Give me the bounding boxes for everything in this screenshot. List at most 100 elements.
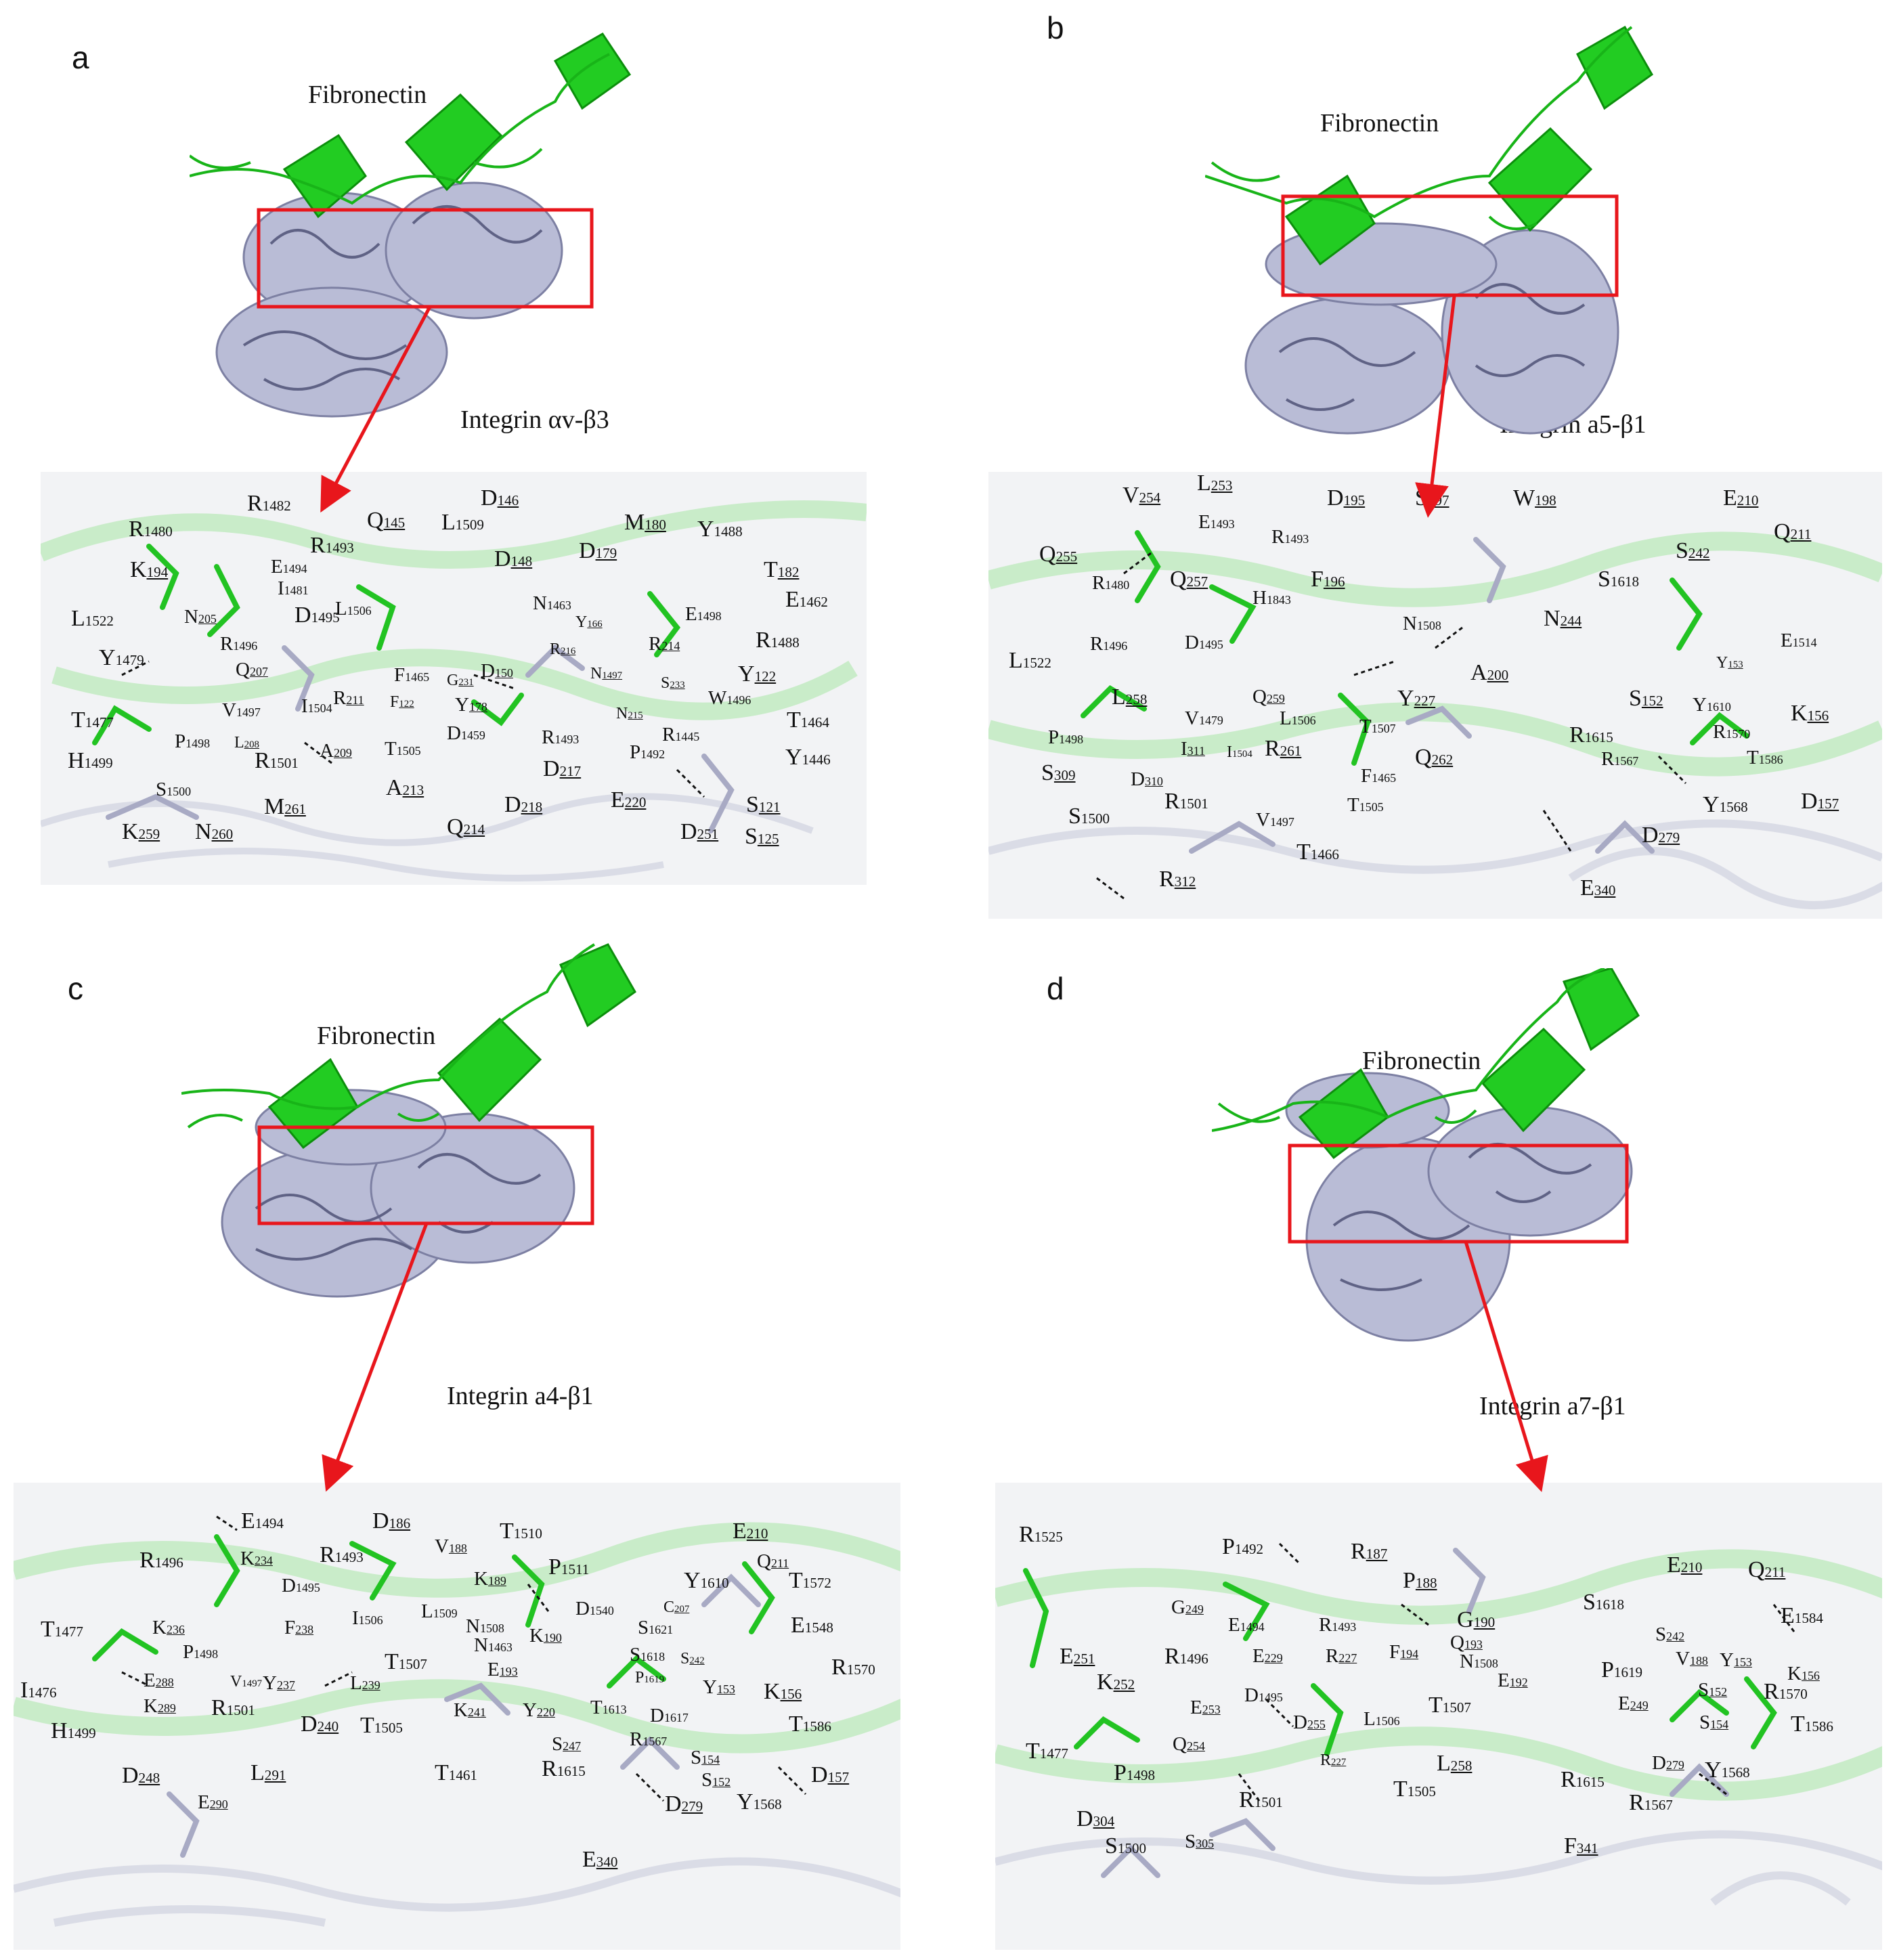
- residue-label: L258: [1437, 1751, 1473, 1776]
- residue-label: K194: [130, 557, 169, 582]
- residue-label: R1525: [1019, 1522, 1063, 1547]
- residue-label: I1481: [278, 578, 309, 599]
- residue-label: R187: [1351, 1539, 1388, 1564]
- residue-label: T1572: [789, 1568, 831, 1593]
- residue-label: R261: [1265, 736, 1302, 761]
- residue-label: T1477: [1026, 1739, 1068, 1764]
- residue-label: R1501: [211, 1695, 255, 1720]
- residue-label: R312: [1159, 867, 1196, 892]
- panel-a-integrin-label: Integrin αv-β3: [460, 406, 609, 434]
- residue-label: S1621: [638, 1617, 674, 1638]
- residue-label: P188: [1403, 1568, 1437, 1593]
- residue-label: L1522: [71, 606, 114, 631]
- residue-label: D310: [1131, 768, 1163, 790]
- residue-label: R1570: [1764, 1679, 1808, 1704]
- residue-label: R1615: [542, 1756, 586, 1781]
- panel-a-letter: a: [72, 40, 89, 75]
- residue-label: H1499: [68, 748, 113, 773]
- residue-label: S1618: [1598, 567, 1640, 592]
- residue-label: R1501: [255, 748, 299, 773]
- residue-label: R1493: [320, 1542, 364, 1567]
- residue-label: Q207: [236, 659, 268, 680]
- residue-label: R214: [649, 633, 680, 655]
- residue-label: Y1479: [99, 645, 144, 670]
- residue-label: R1496: [220, 633, 258, 655]
- residue-label: L1506: [1364, 1708, 1400, 1730]
- residue-label: E210: [1723, 485, 1759, 510]
- residue-label: F194: [1389, 1641, 1419, 1663]
- residue-label: E193: [487, 1659, 518, 1680]
- residue-label: N1463: [533, 592, 571, 614]
- residue-label: D255: [1293, 1712, 1326, 1733]
- residue-label: T1477: [71, 707, 114, 733]
- residue-label: M261: [264, 794, 306, 819]
- residue-label: K156: [1787, 1663, 1820, 1684]
- residue-label: Y178: [455, 694, 487, 716]
- residue-label: T1464: [787, 707, 829, 733]
- residue-label: Y153: [1720, 1649, 1752, 1671]
- residue-label: R1496: [139, 1548, 183, 1573]
- residue-label: E288: [144, 1670, 174, 1691]
- residue-label: S1618: [1583, 1590, 1625, 1615]
- residue-label: S1500: [156, 779, 192, 800]
- residue-label: D146: [481, 485, 519, 510]
- residue-label: R1488: [756, 628, 800, 653]
- panel-d-detail-view: R1525 P1492 R187 E210 Q211 P188 S1618 G2…: [995, 1483, 1882, 1950]
- residue-label: E251: [1060, 1644, 1095, 1669]
- residue-label: S242: [680, 1650, 705, 1668]
- residue-label: K259: [122, 819, 160, 844]
- residue-label: T1505: [385, 738, 421, 760]
- residue-label: R1493: [1271, 526, 1309, 548]
- residue-label: I1504: [301, 695, 332, 717]
- residue-label: E220: [611, 787, 647, 812]
- residue-label: E210: [733, 1519, 768, 1544]
- panel-b-letter: b: [1047, 10, 1064, 45]
- residue-label: Y1488: [697, 517, 743, 542]
- residue-label: K156: [1791, 701, 1829, 726]
- residue-label: P1498: [1114, 1760, 1156, 1785]
- residue-label: D179: [579, 538, 617, 563]
- panel-d-overview-structure: [1212, 968, 1640, 1342]
- residue-label: D279: [665, 1791, 703, 1816]
- residue-label: Y220: [523, 1699, 555, 1721]
- panel-c-detail-ribbons: [14, 1515, 900, 1927]
- residue-label: C207: [663, 1598, 690, 1616]
- residue-label: K190: [529, 1625, 562, 1647]
- residue-label: S305: [1185, 1831, 1215, 1852]
- residue-label: D1495: [1244, 1684, 1283, 1706]
- residue-label: D195: [1327, 485, 1366, 510]
- residue-label: Q193: [1450, 1632, 1483, 1653]
- residue-label: F1465: [394, 664, 430, 686]
- residue-label: F122: [390, 693, 414, 711]
- residue-label: E340: [582, 1847, 618, 1872]
- residue-label: T1507: [1359, 716, 1396, 737]
- residue-label: N1463: [474, 1634, 513, 1656]
- residue-label: N1508: [1460, 1651, 1498, 1672]
- residue-label: Q254: [1173, 1733, 1205, 1755]
- residue-label: Y153: [1716, 654, 1743, 672]
- residue-label: S1500: [1068, 804, 1110, 829]
- residue-label: T1461: [435, 1760, 477, 1785]
- residue-label: H1843: [1252, 587, 1291, 609]
- residue-label: Q211: [1748, 1557, 1786, 1582]
- residue-label: Y122: [738, 661, 777, 687]
- residue-label: S152: [1698, 1679, 1728, 1701]
- residue-label: E1494: [241, 1508, 284, 1533]
- residue-label: E290: [198, 1791, 228, 1813]
- residue-label: Q259: [1252, 686, 1285, 707]
- residue-label: P1619: [635, 1669, 665, 1686]
- panel-b-overview-structure: [1205, 25, 1653, 435]
- residue-label: S1500: [1105, 1833, 1147, 1858]
- panel-a-detail-view: R1482 D146 R1480 Q145 L1509 R1493 M180 Y…: [41, 472, 867, 885]
- residue-label: K289: [144, 1695, 176, 1717]
- residue-label: F1465: [1361, 765, 1397, 787]
- residue-label: R1493: [1319, 1614, 1357, 1636]
- residue-label: F196: [1311, 567, 1345, 592]
- residue-label: E1514: [1781, 630, 1817, 651]
- residue-label: S233: [661, 674, 685, 692]
- residue-label: S309: [1041, 760, 1076, 785]
- residue-label: L239: [350, 1672, 380, 1694]
- residue-label: Q257: [1170, 567, 1208, 592]
- residue-label: I1506: [352, 1607, 383, 1629]
- residue-label: R1480: [1092, 572, 1130, 594]
